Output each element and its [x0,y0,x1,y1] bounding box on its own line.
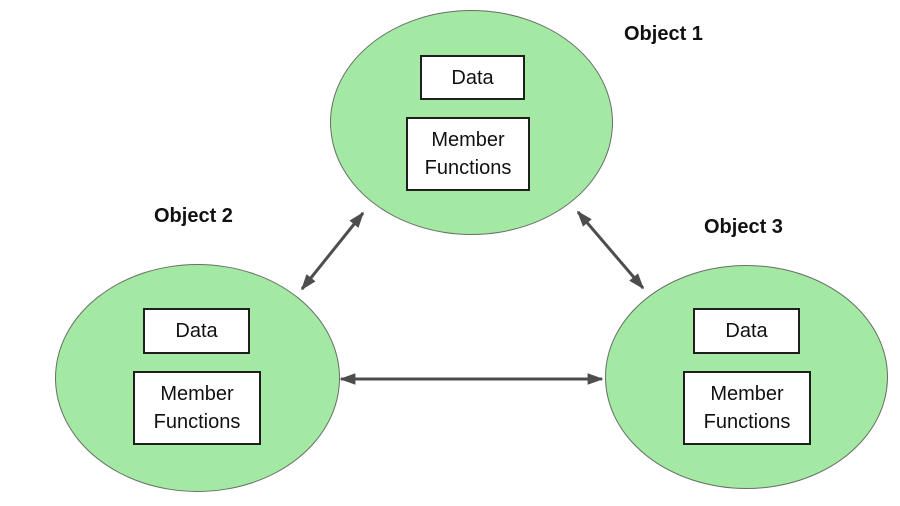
object-3-member-functions-box: Member Functions [683,371,811,445]
object-2-label: Object 2 [154,205,233,227]
object-2-member-functions-box: Member Functions [133,371,261,445]
object-1-data-box: Data [420,55,525,100]
object-3-label: Object 3 [704,216,783,238]
object-1-member-functions-box: Member Functions [406,117,530,191]
object-2-data-box: Data [143,308,250,354]
arrow-object2-object1 [300,211,365,291]
object-3-data-box: Data [693,308,800,354]
arrow-object1-object3 [576,210,645,290]
object-1-label: Object 1 [624,23,703,45]
